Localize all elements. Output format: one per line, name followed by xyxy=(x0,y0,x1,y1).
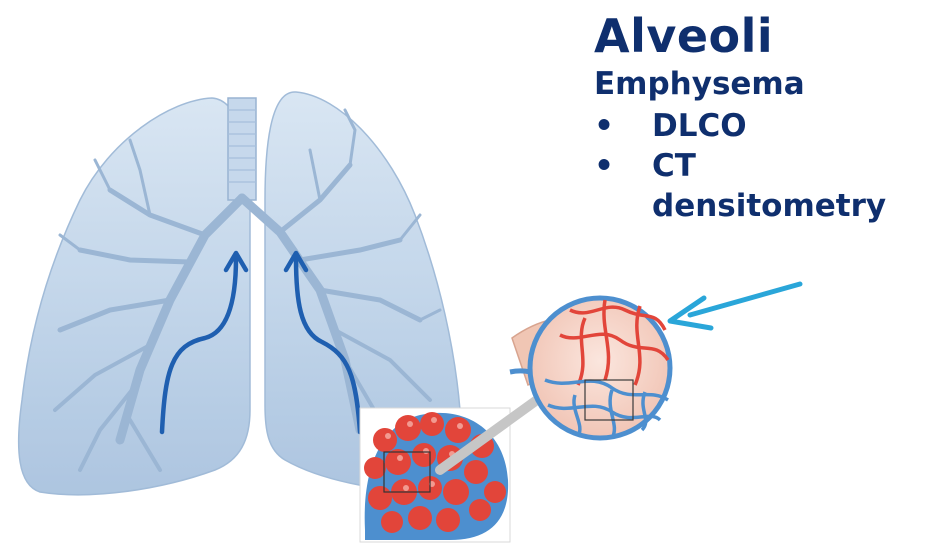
bullet-marker: • xyxy=(594,146,614,186)
bullet-item: • DLCO xyxy=(594,106,934,146)
subtitle: Emphysema xyxy=(594,64,934,104)
trachea xyxy=(228,98,256,200)
bullet-list: • DLCO • CT densitometry xyxy=(594,106,934,226)
alveolar-cluster-inset xyxy=(360,408,510,542)
title: Alveoli xyxy=(594,8,934,64)
bullet-label: DLCO xyxy=(652,106,934,146)
pointer-arrow xyxy=(690,284,800,315)
bullet-item: • CT densitometry xyxy=(594,146,934,226)
alveolus-detail xyxy=(510,298,670,438)
text-panel: Alveoli Emphysema • DLCO • CT densitomet… xyxy=(594,8,934,226)
bullet-label: CT densitometry xyxy=(652,146,934,226)
bullet-marker: • xyxy=(594,106,614,146)
